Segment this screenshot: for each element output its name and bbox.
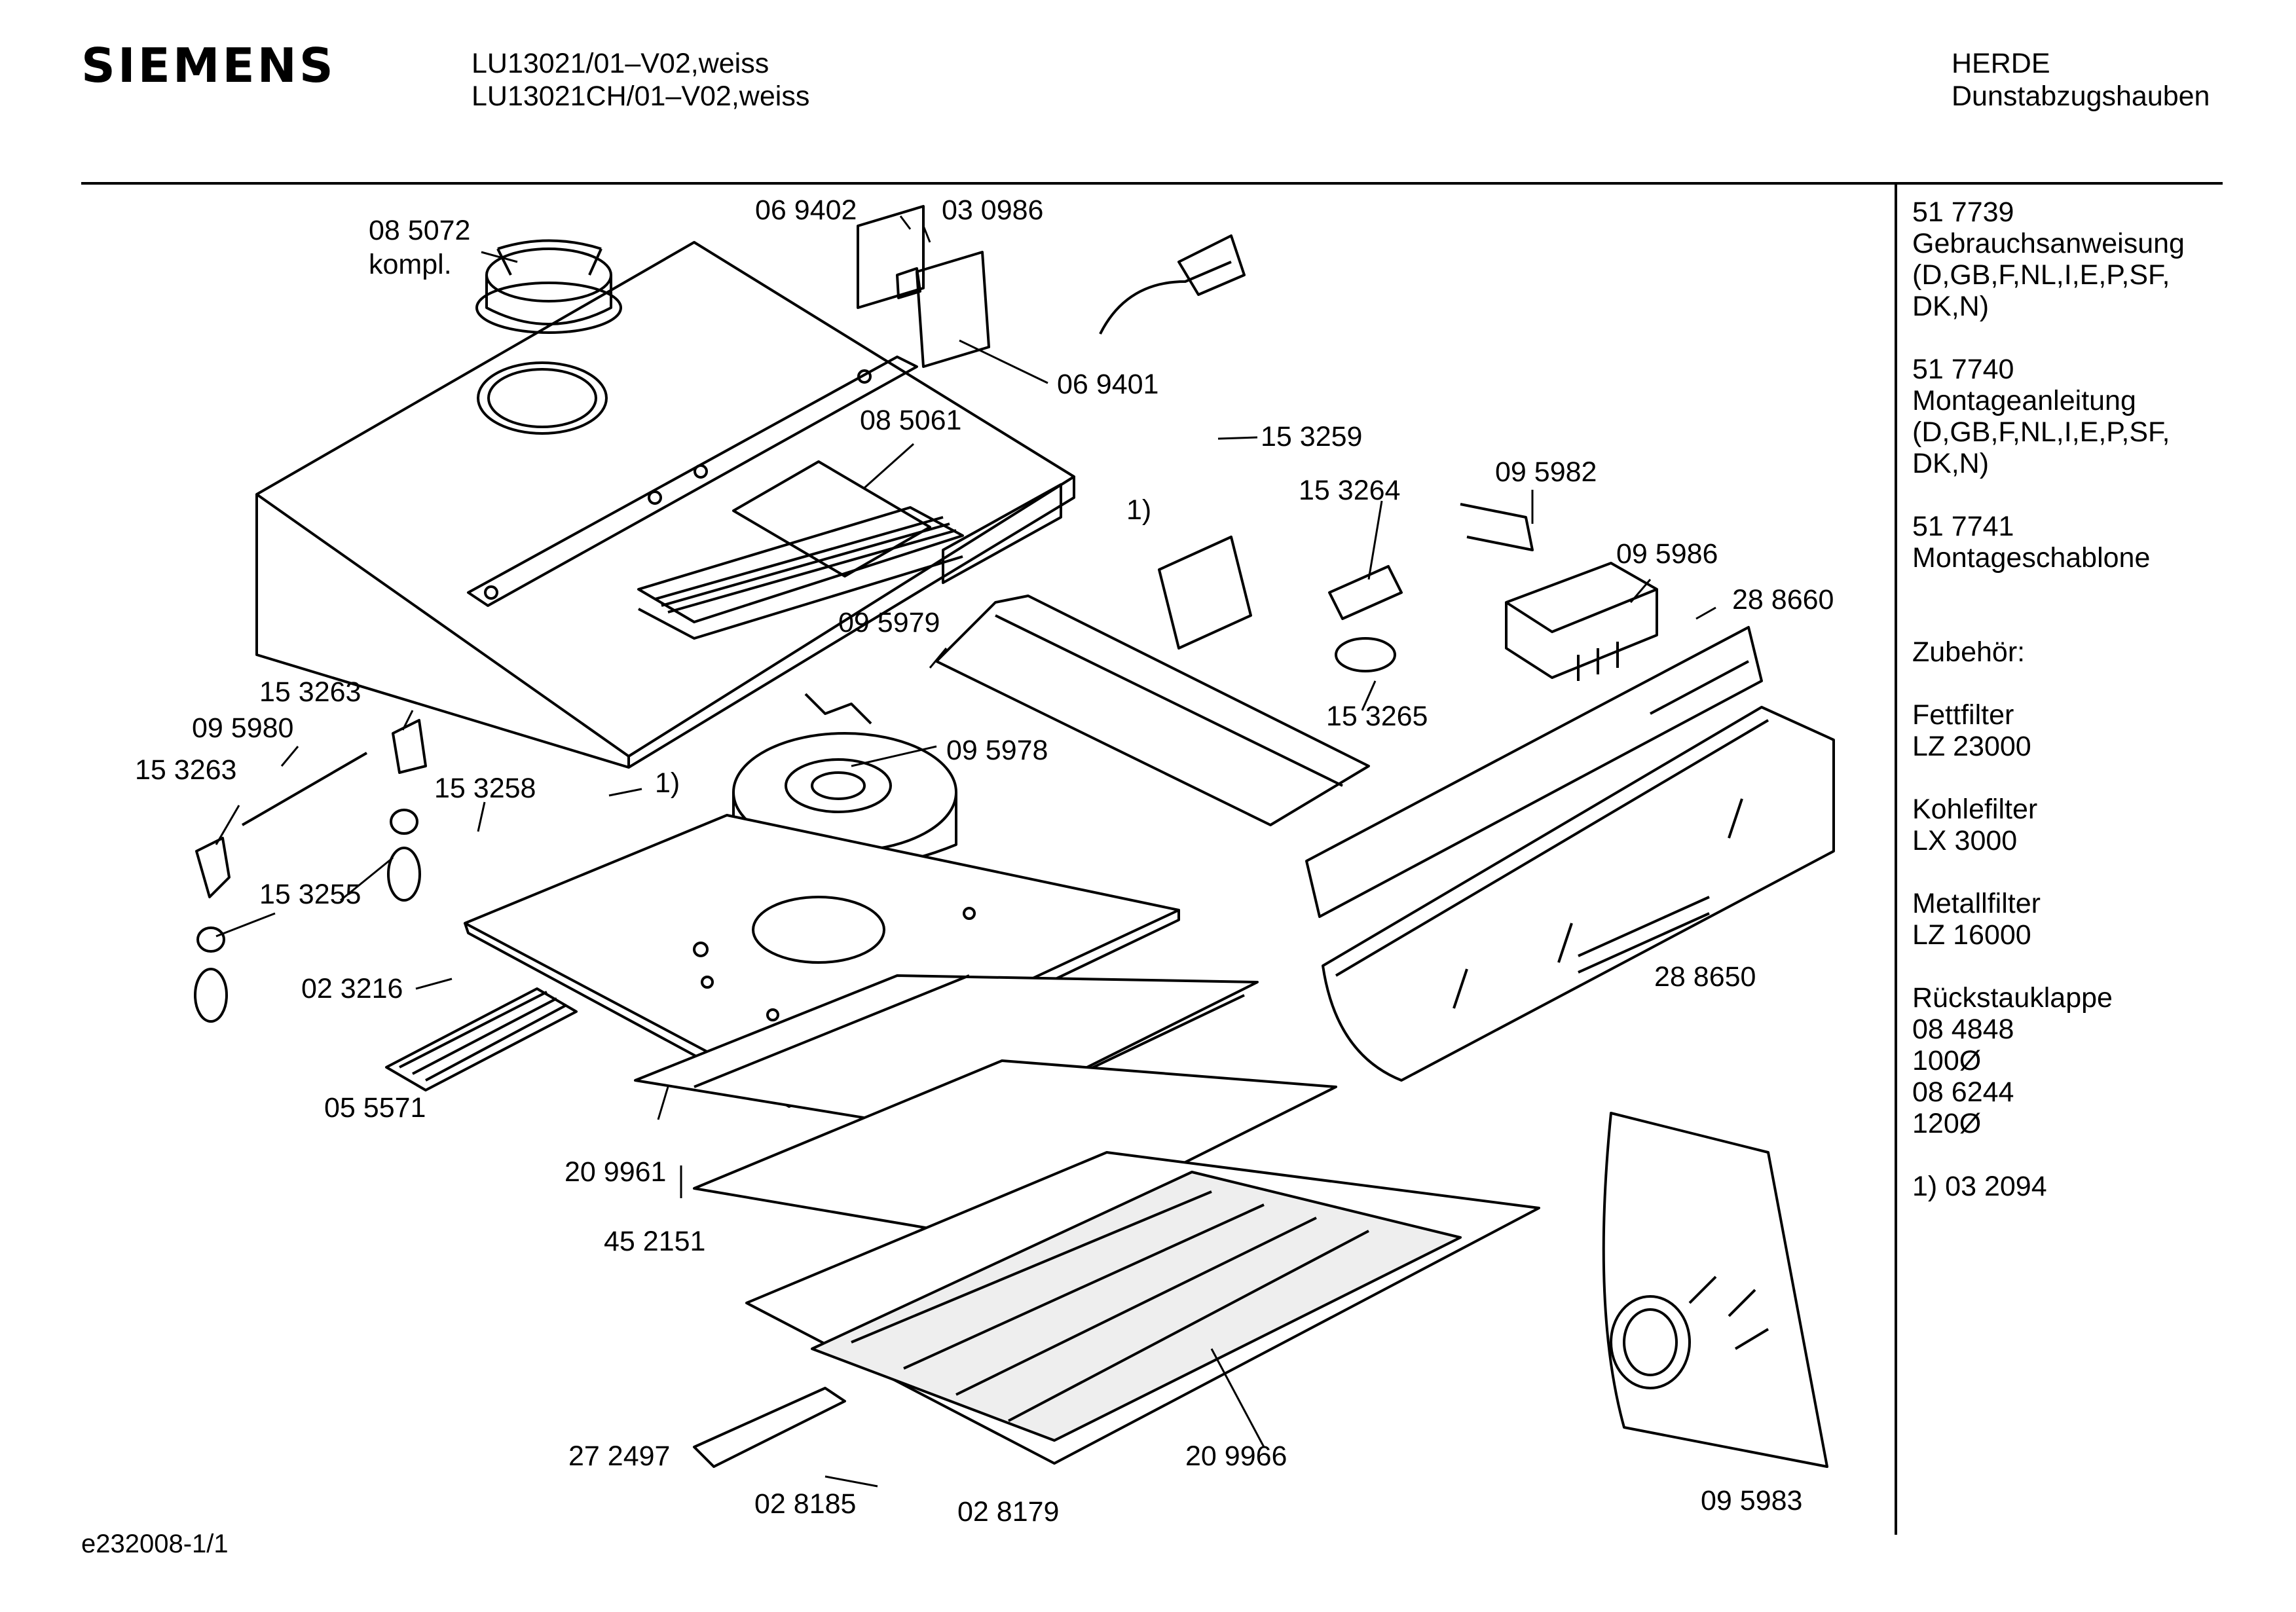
part-label: 08 5072 bbox=[369, 215, 471, 246]
part-label: 20 9961 bbox=[565, 1156, 667, 1188]
front-panel bbox=[1305, 626, 1763, 918]
part-label: 03 0986 bbox=[942, 194, 1044, 226]
part-label: 28 8660 bbox=[1732, 584, 1834, 615]
accessory-line: DK,N) bbox=[1912, 448, 1990, 479]
accessory-line: Zubehör: bbox=[1912, 636, 2026, 668]
part-label: 09 5980 bbox=[192, 712, 294, 744]
part-label: 02 3216 bbox=[301, 973, 403, 1004]
part-label: 09 5979 bbox=[838, 607, 940, 638]
leader-lines bbox=[215, 215, 1716, 1488]
accessory-line: Metallfilter bbox=[1912, 888, 2041, 919]
part-label: 15 3255 bbox=[259, 879, 361, 910]
accessory-line: 51 7741 bbox=[1912, 511, 2014, 542]
accessory-line: 1) 03 2094 bbox=[1912, 1171, 2047, 1202]
product-category: Dunstabzugshauben bbox=[1952, 81, 2210, 112]
motor-support-bracket bbox=[935, 595, 1370, 826]
accessory-line: LZ 23000 bbox=[1912, 731, 2031, 762]
part-label: 09 5978 bbox=[946, 735, 1048, 766]
lamp-holders bbox=[194, 719, 427, 1023]
accessory-line: Montageschablone bbox=[1912, 542, 2151, 574]
accessory-line: Rückstauklappe bbox=[1912, 982, 2113, 1014]
accessory-line: Fettfilter bbox=[1912, 699, 2014, 731]
part-label: 1) bbox=[655, 767, 680, 799]
part-label: 02 8185 bbox=[754, 1488, 857, 1520]
switch-box bbox=[857, 205, 990, 368]
front-cover bbox=[1322, 706, 1835, 1082]
accessory-line: DK,N) bbox=[1912, 291, 1990, 322]
accessory-line: Montageanleitung bbox=[1912, 385, 2136, 416]
part-label: kompl. bbox=[369, 249, 452, 280]
accessory-line: 120Ø bbox=[1912, 1108, 1982, 1139]
part-label: 02 8179 bbox=[957, 1496, 1060, 1528]
part-label: 05 5571 bbox=[324, 1092, 426, 1124]
part-label: 15 3263 bbox=[135, 754, 237, 786]
duct-collar bbox=[475, 239, 622, 334]
accessory-line: 100Ø bbox=[1912, 1045, 1982, 1076]
accessory-line: 51 7740 bbox=[1912, 354, 2014, 385]
part-label: 20 9966 bbox=[1185, 1440, 1287, 1472]
capacitor bbox=[1158, 536, 1403, 672]
model-number: LU13021/01–V02,weiss bbox=[472, 48, 769, 79]
part-label: 09 5986 bbox=[1616, 538, 1718, 570]
header-divider bbox=[81, 182, 2223, 185]
part-label: 27 2497 bbox=[568, 1440, 671, 1472]
accessory-line: 08 4848 bbox=[1912, 1014, 2014, 1045]
part-label: 09 5983 bbox=[1701, 1485, 1803, 1516]
part-label: 06 9402 bbox=[755, 194, 857, 226]
wall-mounting-template bbox=[1602, 1112, 1828, 1468]
hood-housing bbox=[255, 241, 1075, 769]
metal-grease-filter bbox=[745, 1151, 1540, 1465]
part-label: 15 3263 bbox=[259, 676, 361, 708]
part-label: 15 3259 bbox=[1261, 421, 1363, 452]
part-label: 08 5061 bbox=[860, 405, 962, 436]
sidebar-divider bbox=[1895, 185, 1897, 1535]
accessory-line: Gebrauchsanweisung bbox=[1912, 228, 2185, 259]
accessory-line: 08 6244 bbox=[1912, 1076, 2014, 1108]
carbon-filter-grid bbox=[385, 987, 578, 1091]
part-label: 28 8650 bbox=[1654, 961, 1756, 993]
accessory-line: LX 3000 bbox=[1912, 825, 2018, 856]
model-number-ch: LU13021CH/01–V02,weiss bbox=[472, 81, 810, 112]
part-label: 1) bbox=[1126, 494, 1152, 526]
part-label: 15 3264 bbox=[1299, 475, 1401, 506]
switch-block bbox=[1460, 503, 1658, 681]
mains-cable bbox=[1099, 234, 1246, 335]
part-label: 09 5982 bbox=[1495, 456, 1597, 488]
part-label: 15 3258 bbox=[434, 773, 536, 804]
part-label: 15 3265 bbox=[1326, 701, 1428, 732]
brand-logo: SIEMENS bbox=[81, 38, 336, 93]
accessory-line: LZ 16000 bbox=[1912, 919, 2031, 951]
product-group: HERDE bbox=[1952, 48, 2050, 79]
accessory-line: (D,GB,F,NL,I,E,P,SF, bbox=[1912, 416, 2170, 448]
accessory-line: 51 7739 bbox=[1912, 196, 2014, 228]
light-cover bbox=[693, 1387, 846, 1468]
accessory-line: (D,GB,F,NL,I,E,P,SF, bbox=[1912, 259, 2170, 291]
part-label: 45 2151 bbox=[604, 1226, 706, 1257]
part-label: 06 9401 bbox=[1057, 369, 1159, 400]
accessory-line: Kohlefilter bbox=[1912, 794, 2038, 825]
document-code: e232008-1/1 bbox=[81, 1530, 229, 1558]
grease-filter-frame bbox=[634, 974, 1337, 1245]
